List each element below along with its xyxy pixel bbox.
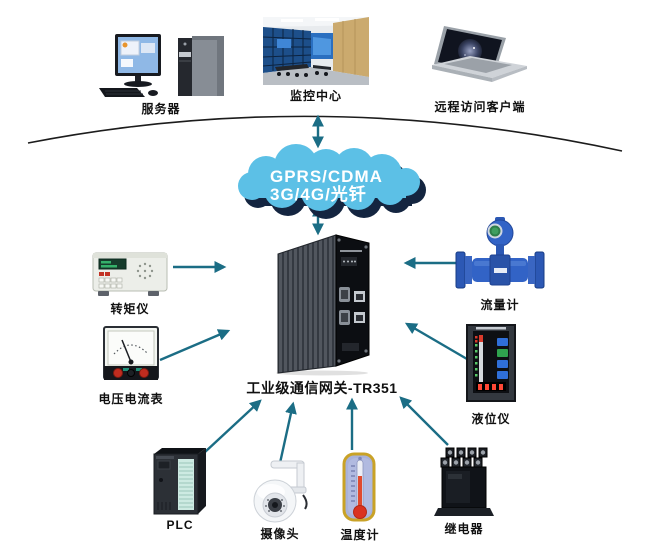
node-label: 摄像头: [260, 527, 300, 541]
node-flow-meter: 流量计: [452, 214, 548, 313]
cloud-line2: 3G/4G/光钎: [270, 184, 367, 204]
laptop-icon: [432, 26, 527, 82]
link-camera-gateway: [278, 401, 297, 464]
thermometer-icon: [342, 452, 376, 522]
node-label: 流量计: [480, 298, 520, 312]
gateway-device-icon: [276, 234, 370, 376]
server-icon: [99, 34, 224, 97]
node-relay: 继电器: [432, 444, 496, 537]
cloud-line1: GPRS/CDMA: [270, 167, 383, 186]
torque-meter-icon: [92, 252, 168, 296]
node-label: 监控中心: [289, 89, 342, 103]
level-meter-icon: [466, 324, 516, 402]
node-label: 转矩仪: [110, 302, 150, 316]
node-label: 液位仪: [471, 412, 511, 426]
node-label: 服务器: [141, 102, 181, 116]
camera-icon: [253, 460, 308, 523]
node-remote-client: 远程访问客户端: [420, 22, 540, 115]
node-voltage-current-meter: 电压电流表: [95, 326, 167, 407]
node-plc: PLC: [145, 444, 215, 532]
node-label: 电压电流表: [98, 392, 164, 406]
link-voltage-gateway: [159, 329, 231, 362]
plc-icon: [153, 448, 206, 515]
link-relay-gateway: [399, 396, 449, 446]
cloud-network: GPRS/CDMA 3G/4G/光钎: [230, 140, 430, 225]
node-gateway: 工业级通信网关-TR351: [227, 226, 417, 398]
monitoring-center-image: [263, 17, 369, 85]
node-label: 远程访问客户端: [434, 100, 526, 114]
node-label: 继电器: [444, 522, 484, 536]
node-label: PLC: [166, 518, 194, 532]
relay-icon: [434, 447, 494, 516]
node-label: 温度计: [340, 528, 380, 542]
node-torque-meter: 转矩仪: [90, 246, 170, 317]
gateway-label: 工业级通信网关-TR351: [246, 380, 398, 396]
flow-meter-icon: [455, 217, 545, 289]
node-thermometer: 温度计: [336, 452, 384, 543]
node-monitoring-center: 监控中心: [260, 17, 372, 104]
node-level-meter: 液位仪: [464, 324, 518, 427]
node-camera: 摄像头: [240, 459, 320, 542]
cloud-icon: GPRS/CDMA 3G/4G/光钎: [238, 144, 426, 219]
node-server: 服务器: [86, 18, 236, 117]
voltage-current-meter-icon: [103, 326, 159, 380]
